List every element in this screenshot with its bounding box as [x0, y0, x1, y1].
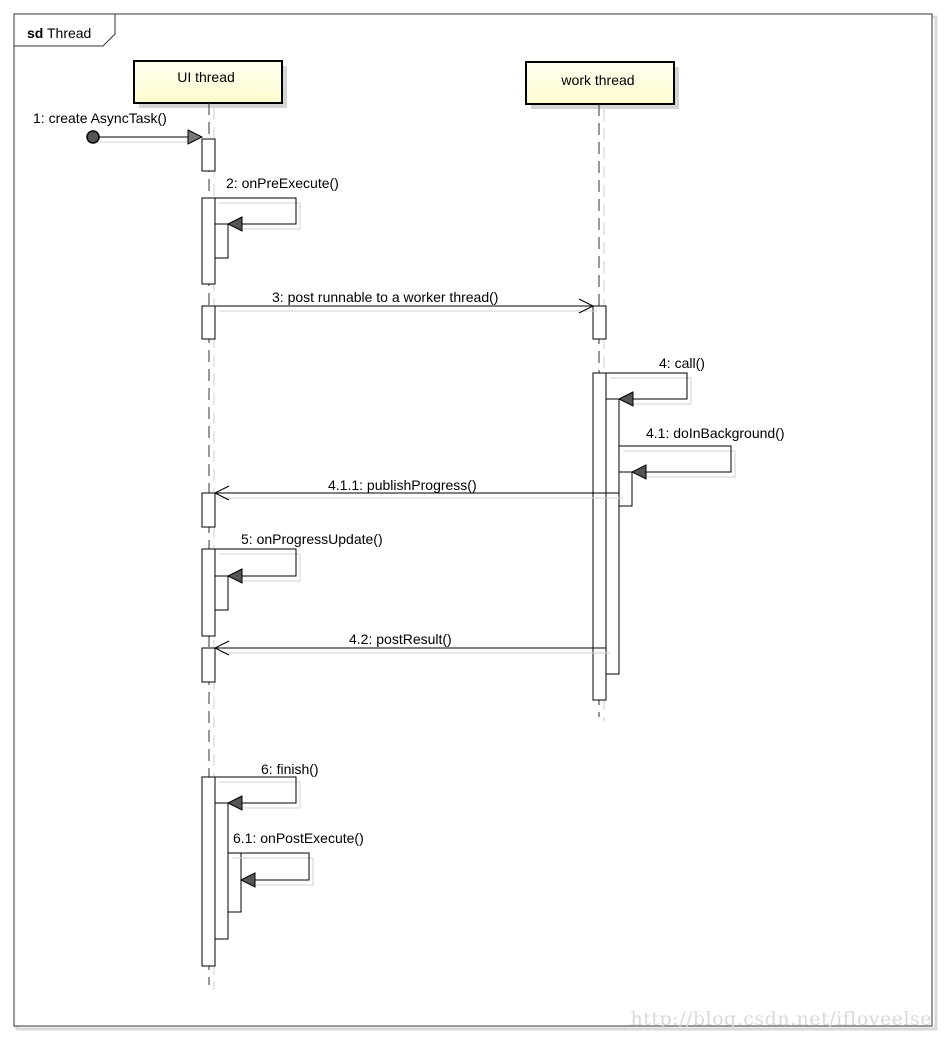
activation-bar-ui-5-nested: [214, 575, 229, 611]
message-4-1-1-label: 4.1.1: publishProgress(): [328, 477, 477, 493]
filled-arrowhead-icon: [226, 568, 243, 584]
filled-arrowhead-icon: [187, 129, 204, 145]
open-arrowhead-icon: [578, 298, 595, 314]
frame-title: Thread: [47, 25, 91, 41]
message-5-onprogressupdate[interactable]: 5: onProgressUpdate(): [215, 531, 383, 584]
activation-bar-work-2-nested: [605, 398, 620, 675]
message-4-2-postresult[interactable]: 4.2: postResult(): [213, 631, 610, 656]
found-message-dot-icon: [86, 130, 100, 144]
filled-arrowhead-icon: [239, 872, 256, 888]
activation-bar-ui-5: [201, 548, 216, 637]
filled-arrowhead-icon: [226, 795, 243, 811]
activation-bar-ui-7: [201, 776, 216, 967]
message-3-label: 3: post runnable to a worker thread(): [272, 289, 498, 305]
activation-bar-ui-4: [201, 492, 216, 528]
frame-keyword: sd: [27, 25, 43, 41]
watermark-text: http://blog.csdn.net/ifloveelse: [630, 1008, 932, 1030]
message-4-label: 4: call(): [659, 355, 705, 371]
message-3-post-runnable[interactable]: 3: post runnable to a worker thread(): [215, 289, 597, 314]
message-2-onpreexecute[interactable]: 2: onPreExecute(): [215, 175, 339, 232]
message-4-1-1-publishprogress[interactable]: 4.1.1: publishProgress(): [213, 477, 623, 501]
message-6-label: 6: finish(): [261, 761, 319, 777]
activation-bar-ui-2: [201, 197, 216, 285]
open-arrowhead-icon: [213, 485, 230, 501]
message-6-1-label: 6.1: onPostExecute(): [233, 830, 364, 846]
filled-arrowhead-icon: [630, 464, 647, 480]
activation-bar-ui-2-nested: [214, 223, 229, 259]
message-2-label: 2: onPreExecute(): [226, 175, 339, 191]
activation-bar-work-1: [592, 305, 607, 340]
message-6-finish[interactable]: 6: finish(): [215, 761, 319, 811]
filled-arrowhead-icon: [617, 391, 634, 407]
activation-bar-ui-7-nested: [214, 802, 229, 940]
frame-name-tab: [13, 13, 116, 47]
lifeline-ui-thread-head[interactable]: [133, 60, 283, 104]
diagram-frame: sd Thread: [13, 13, 938, 1031]
activation-bar-ui-6: [201, 647, 216, 683]
open-arrowhead-icon: [213, 640, 230, 656]
message-6-1-onpostexecute[interactable]: 6.1: onPostExecute(): [228, 830, 364, 888]
lifeline-work-thread-head[interactable]: [525, 61, 675, 105]
message-4-call[interactable]: 4: call(): [606, 355, 705, 407]
lifeline-ui-thread-label: UI thread: [177, 69, 235, 85]
activation-bar-ui-7-inner: [227, 852, 242, 913]
message-1-create-asynctask[interactable]: 1: create AsyncTask(): [33, 110, 204, 145]
message-4-1-label: 4.1: doInBackground(): [646, 425, 785, 441]
svg-text:sd Thread: sd Thread: [27, 25, 91, 41]
activation-bars: [201, 138, 633, 967]
message-5-label: 5: onProgressUpdate(): [241, 531, 383, 547]
message-4-1-doinbackground[interactable]: 4.1: doInBackground(): [619, 425, 785, 480]
filled-arrowhead-icon: [226, 216, 243, 232]
message-4-2-label: 4.2: postResult(): [349, 631, 452, 647]
activation-bar-work-2-inner: [618, 471, 633, 507]
activation-bar-ui-3: [201, 305, 216, 340]
activation-bar-work-2: [592, 372, 607, 701]
message-1-label: 1: create AsyncTask(): [33, 110, 167, 126]
lifeline-work-thread-label: work thread: [560, 72, 634, 88]
activation-bar-ui-1: [201, 138, 216, 172]
